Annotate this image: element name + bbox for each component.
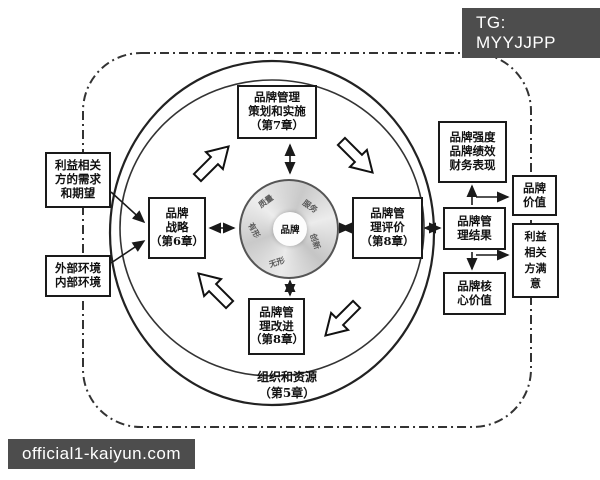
box-line: 利益 — [524, 229, 547, 243]
ring-label-organization-resources: 组织和资源 （第5章） — [227, 366, 347, 406]
box-line: 和期望 — [60, 185, 96, 200]
ring-label-line: （第5章） — [258, 386, 316, 400]
box-line: 财务表现 — [449, 157, 496, 172]
box-line: 策划和实施 — [248, 104, 306, 119]
box-line: 外部环境 — [55, 261, 101, 276]
box-line: 相关 — [524, 245, 547, 259]
box-line: （第7章） — [249, 117, 304, 132]
box-stakeholder-needs: 利益相关 方的需求 和期望 — [45, 152, 111, 208]
box-line: 意 — [530, 277, 541, 291]
box-brand-management-planning: 品牌管理 策划和实施 （第7章） — [237, 85, 317, 139]
box-line: 方满 — [524, 261, 547, 275]
ring-label-line: 组织和资源 — [256, 370, 317, 385]
box-line: 价值 — [523, 194, 546, 209]
arrow-needs-strategy — [110, 191, 146, 224]
pinwheel-spoke-service: 服务 — [300, 197, 320, 215]
box-line: 内部环境 — [55, 275, 101, 289]
arrow-environment-strategy — [110, 240, 146, 264]
box-environment: 外部环境 内部环境 — [45, 255, 111, 297]
box-line: 方的需求 — [55, 172, 101, 187]
box-line: （第8章） — [250, 332, 305, 347]
box-brand-value: 品牌 价值 — [512, 175, 557, 216]
box-line: （第8章） — [360, 233, 415, 248]
box-line: 品牌管 — [457, 213, 492, 228]
box-brand-strength-performance: 品牌强度 品牌绩效 财务表现 — [438, 121, 507, 183]
box-brand-strategy: 品牌 战略 （第6章） — [148, 197, 206, 259]
box-line: 战略 — [165, 220, 189, 235]
box-line: 品牌管理 — [254, 90, 300, 105]
box-line: 品牌绩效 — [449, 144, 496, 159]
box-line: 品牌核 — [457, 278, 492, 293]
box-line: 理评价 — [370, 220, 405, 235]
box-line: 品牌 — [165, 206, 189, 221]
brand-pinwheel: 质量 服务 创新 无形 有形 品牌 — [239, 179, 339, 279]
box-line: 理改进 — [259, 318, 294, 333]
box-line: 品牌管 — [259, 304, 294, 319]
box-brand-management-evaluation: 品牌管 理评价 （第8章） — [352, 197, 423, 259]
box-stakeholder-satisfaction: 利益 相关 方满 意 — [512, 223, 559, 298]
box-line: 心价值 — [457, 292, 492, 307]
site-watermark-badge: official1-kaiyun.com — [8, 439, 195, 469]
tg-watermark-badge: TG: MYYJJPP — [462, 8, 600, 58]
block-arrow-top-right — [336, 136, 374, 174]
pinwheel-spoke-tangible: 有形 — [246, 220, 263, 240]
box-line: 理结果 — [457, 227, 492, 242]
cycle-block-arrows — [192, 136, 374, 337]
pinwheel-spoke-intangible: 无形 — [267, 254, 286, 270]
box-line: 利益相关 — [55, 158, 101, 173]
connector-arrows — [110, 143, 510, 297]
pinwheel-spoke-quality: 质量 — [256, 192, 276, 210]
box-brand-management-improvement: 品牌管 理改进 （第8章） — [248, 298, 305, 355]
pinwheel-spoke-innovation: 创新 — [308, 232, 323, 251]
block-arrow-bottom-left — [197, 272, 235, 310]
box-line: 品牌管 — [370, 206, 405, 221]
box-line: 品牌强度 — [449, 130, 496, 145]
box-brand-management-results: 品牌管 理结果 — [443, 207, 506, 250]
box-line: （第6章） — [150, 233, 205, 248]
box-brand-core-value: 品牌核 心价值 — [443, 272, 506, 315]
pinwheel-core-label: 品牌 — [280, 225, 300, 236]
box-line: 品牌 — [523, 180, 546, 195]
pinwheel-core-brand: 品牌 — [273, 212, 307, 246]
block-arrow-top-left — [192, 145, 230, 183]
block-arrow-bottom-right — [324, 299, 362, 337]
